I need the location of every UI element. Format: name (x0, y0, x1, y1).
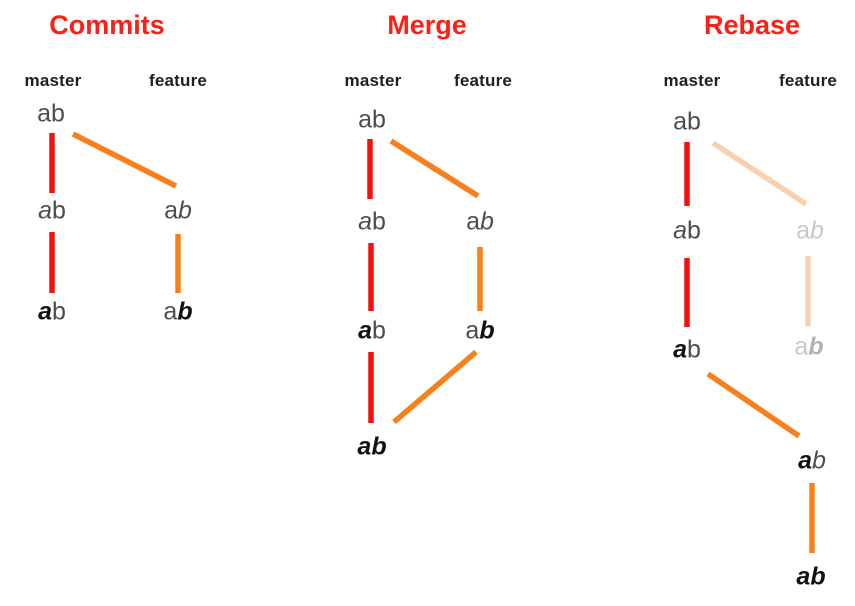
commit-node: ab (38, 196, 66, 225)
commit-letter-faded: a (794, 332, 809, 361)
commit-letter-plain: b (52, 196, 66, 225)
commit-letter-bold: a (796, 562, 811, 591)
commit-node: ab (673, 335, 701, 364)
branch-label-feature: feature (778, 71, 838, 90)
commit-letter-bold: b (371, 432, 387, 461)
commit-letter-plain: b (372, 316, 386, 345)
commit-letter-italic: b (480, 207, 494, 236)
commit-letter-italic: b (178, 196, 192, 225)
commit-node: ab (164, 196, 192, 225)
branch-label-master: master (24, 71, 82, 90)
commit-letter-bold: a (358, 316, 372, 345)
commit-letter-plain: a (465, 316, 480, 345)
commit-node: ab (794, 332, 824, 361)
commit-letter-plain: a (673, 107, 687, 136)
commit-node: ab (358, 316, 386, 345)
commit-letter-plain: a (163, 297, 178, 326)
branch-label-master: master (663, 71, 721, 90)
commit-letter-faded-bold: b (808, 332, 824, 361)
panel-title-rebase: Rebase (703, 10, 801, 40)
edge-orange-line (71, 131, 178, 189)
commit-letter-bold: a (38, 297, 52, 326)
commit-letter-bold: b (810, 562, 826, 591)
commit-node: ab (358, 207, 386, 236)
edge-orange-line (389, 138, 480, 199)
commit-letter-plain: b (51, 99, 65, 128)
commit-letter-plain: b (372, 207, 386, 236)
branch-label-feature: feature (453, 71, 513, 90)
edge-faded-line (711, 140, 808, 207)
commit-letter-italic: a (673, 216, 687, 245)
edge-orange-line (392, 349, 478, 425)
commit-node: ab (38, 297, 66, 326)
commit-letter-faded: a (796, 216, 810, 245)
commit-node: ab (673, 107, 701, 136)
commit-letter-italic: b (812, 446, 826, 475)
commit-node: ab (466, 207, 494, 236)
commit-node: ab (673, 216, 701, 245)
commit-letter-plain: b (687, 216, 701, 245)
commit-node: ab (37, 99, 65, 128)
commit-letter-plain: b (687, 335, 701, 364)
branch-label-master: master (344, 71, 402, 90)
commit-letter-bold: a (798, 446, 812, 475)
commit-node: ab (796, 216, 824, 245)
panel-title-merge: Merge (387, 10, 467, 40)
commit-letter-plain: a (164, 196, 178, 225)
commit-node: ab (358, 105, 386, 134)
commit-node: ab (163, 297, 193, 326)
commit-letter-italic: a (38, 196, 52, 225)
commit-node: ab (798, 446, 826, 475)
commit-letter-plain: a (37, 99, 51, 128)
commit-node: ab (796, 562, 826, 591)
commit-node: ab (357, 432, 387, 461)
panel-title-commits: Commits (49, 10, 165, 40)
commit-letter-plain: b (52, 297, 66, 326)
commit-letter-bold: a (673, 335, 687, 364)
commit-letter-plain: a (358, 105, 372, 134)
commit-letter-plain: a (466, 207, 480, 236)
commit-letter-faded-italic: b (810, 216, 824, 245)
commit-letter-bold: b (177, 297, 193, 326)
edge-orange-line (706, 371, 801, 439)
commit-letter-plain: b (687, 107, 701, 136)
branch-label-feature: feature (148, 71, 208, 90)
commit-letter-italic: a (358, 207, 372, 236)
commit-letter-plain: b (372, 105, 386, 134)
commit-letter-bold: b (479, 316, 495, 345)
commit-letter-bold: a (357, 432, 372, 461)
commit-node: ab (465, 316, 495, 345)
